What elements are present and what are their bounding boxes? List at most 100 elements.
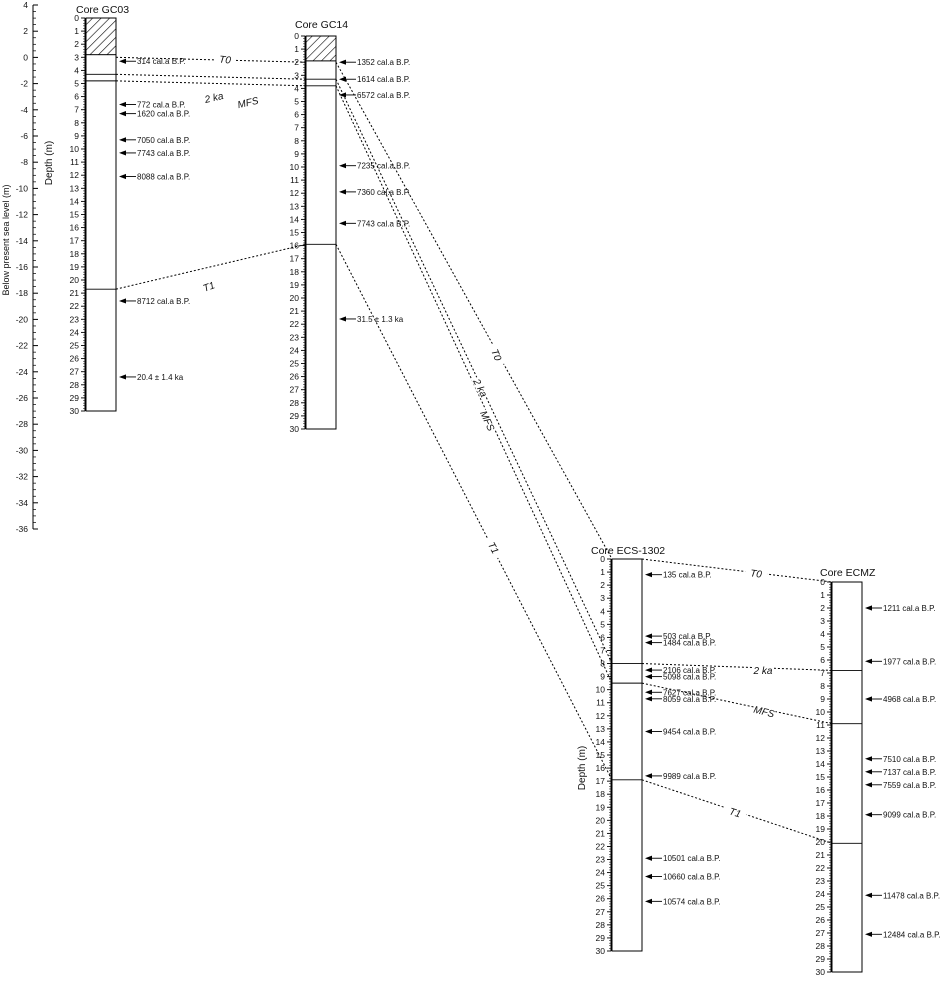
core-title: Core GC03 — [76, 4, 129, 16]
depth-tick-label: 17 — [290, 254, 300, 264]
core-hatched-section — [305, 35, 337, 62]
horizon-label-bg — [488, 342, 507, 367]
age-arrow-head — [119, 111, 126, 117]
sea-level-tick-label: -30 — [16, 445, 29, 455]
sea-level-tick-label: -20 — [16, 314, 29, 324]
age-arrow-head — [339, 163, 346, 169]
age-arrow-head — [865, 782, 872, 788]
depth-tick-label: 30 — [596, 946, 606, 956]
core-gc14: Core GC140123456789101112131415161718192… — [290, 19, 411, 434]
age-label: 1977 cal.a B.P. — [883, 657, 936, 666]
sea-level-tick-label: -22 — [16, 341, 29, 351]
depth-tick-label: 1 — [600, 567, 605, 577]
age-arrow-head — [865, 658, 872, 664]
depth-tick-label: 16 — [290, 241, 300, 251]
depth-tick-label: 14 — [70, 196, 80, 206]
depth-tick-label: 8 — [600, 659, 605, 669]
depth-tick-label: 1 — [74, 26, 79, 36]
age-label: 31.5 ± 1.3 ka — [357, 315, 404, 324]
sea-level-tick-label: -26 — [16, 393, 29, 403]
depth-tick-label: 19 — [290, 280, 300, 290]
depth-tick-label: 5 — [600, 619, 605, 629]
depth-tick-label: 15 — [290, 228, 300, 238]
depth-tick-label: 9 — [294, 149, 299, 159]
depth-tick-label: 11 — [290, 175, 299, 185]
depth-tick-label: 25 — [816, 902, 826, 912]
depth-tick-label: 0 — [74, 13, 79, 23]
age-arrow-head — [119, 374, 126, 380]
sea-level-tick-label: -6 — [20, 131, 28, 141]
horizon-label: T1 — [728, 806, 742, 820]
age-label: 2106 cal.a B.P. — [663, 666, 716, 675]
age-label: 1614 cal.a B.P. — [357, 75, 410, 84]
core-title: Core GC14 — [295, 19, 348, 31]
age-arrow-head — [119, 58, 126, 64]
depth-tick-label: 6 — [74, 92, 79, 102]
age-arrow-head — [119, 150, 126, 156]
age-label: 1620 cal.a B.P. — [137, 110, 190, 119]
age-arrow-head — [339, 92, 346, 98]
horizon-label: T0 — [488, 348, 503, 363]
depth-tick-label: 8 — [820, 681, 825, 691]
depth-tick-label: 4 — [600, 606, 605, 616]
core-title: Core ECS-1302 — [591, 545, 665, 557]
horizon-line-t1 — [335, 244, 613, 781]
depth-tick-label: 13 — [596, 724, 606, 734]
depth-tick-label: 22 — [70, 301, 80, 311]
age-label: 12484 cal.a B.P. — [883, 930, 941, 939]
horizon-label: 2 ka — [753, 666, 773, 677]
depth-tick-label: 28 — [596, 920, 606, 930]
age-arrow-head — [645, 633, 652, 639]
sea-level-tick-label: -32 — [16, 472, 29, 482]
depth-tick-label: 23 — [596, 855, 606, 865]
horizon-label-bg — [471, 375, 492, 400]
sea-level-tick-label: -34 — [16, 498, 29, 508]
age-arrow-head — [645, 640, 652, 646]
age-label: 1484 cal.a B.P. — [663, 639, 716, 648]
sea-level-tick-label: -2 — [20, 79, 28, 89]
age-arrow-head — [865, 892, 872, 898]
age-arrow-head — [339, 316, 346, 322]
depth-tick-label: 8 — [74, 118, 79, 128]
age-arrow-head — [339, 76, 346, 82]
horizon-line-t1 — [115, 243, 307, 290]
depth-tick-label: 30 — [816, 967, 826, 977]
horizon-label-bg — [478, 408, 498, 433]
depth-tick-label: 5 — [820, 642, 825, 652]
age-label: 314 cal.a B.P. — [137, 57, 186, 66]
age-arrow-head — [865, 696, 872, 702]
depth-tick-label: 12 — [816, 733, 826, 743]
age-label: 4968 cal.a B.P. — [883, 695, 936, 704]
age-label: 20.4 ± 1.4 ka — [137, 373, 184, 382]
depth-axis-label: Depth (m) — [44, 141, 55, 185]
age-label: 8059 cal.a B.P. — [663, 695, 716, 704]
core-column — [305, 35, 337, 430]
sea-level-tick-label: -10 — [16, 183, 29, 193]
age-label: 6572 cal.a B.P. — [357, 91, 410, 100]
depth-tick-label: 18 — [290, 267, 300, 277]
depth-tick-label: 27 — [70, 367, 80, 377]
depth-tick-label: 0 — [600, 554, 605, 564]
depth-tick-label: 1 — [294, 44, 299, 54]
age-label: 9099 cal.a B.P. — [883, 811, 936, 820]
age-label: 7559 cal.a B.P. — [883, 781, 936, 790]
depth-tick-label: 23 — [70, 314, 80, 324]
sea-level-tick-label: -8 — [20, 157, 28, 167]
correlation-lines — [115, 56, 833, 844]
age-arrow-head — [119, 173, 126, 180]
depth-tick-label: 29 — [596, 933, 606, 943]
age-label: 9454 cal.a B.P. — [663, 727, 716, 736]
horizon-line-mfs — [115, 80, 307, 87]
depth-tick-label: 21 — [596, 828, 606, 838]
depth-tick-label: 25 — [290, 359, 300, 369]
depth-tick-label: 5 — [294, 97, 299, 107]
age-label: 9989 cal.a B.P. — [663, 772, 716, 781]
depth-tick-label: 22 — [596, 841, 606, 851]
depth-tick-label: 6 — [294, 110, 299, 120]
depth-tick-label: 17 — [816, 798, 826, 808]
age-label: 7743 cal.a B.P. — [137, 149, 190, 158]
depth-tick-label: 24 — [290, 345, 300, 355]
depth-tick-label: 20 — [816, 837, 826, 847]
